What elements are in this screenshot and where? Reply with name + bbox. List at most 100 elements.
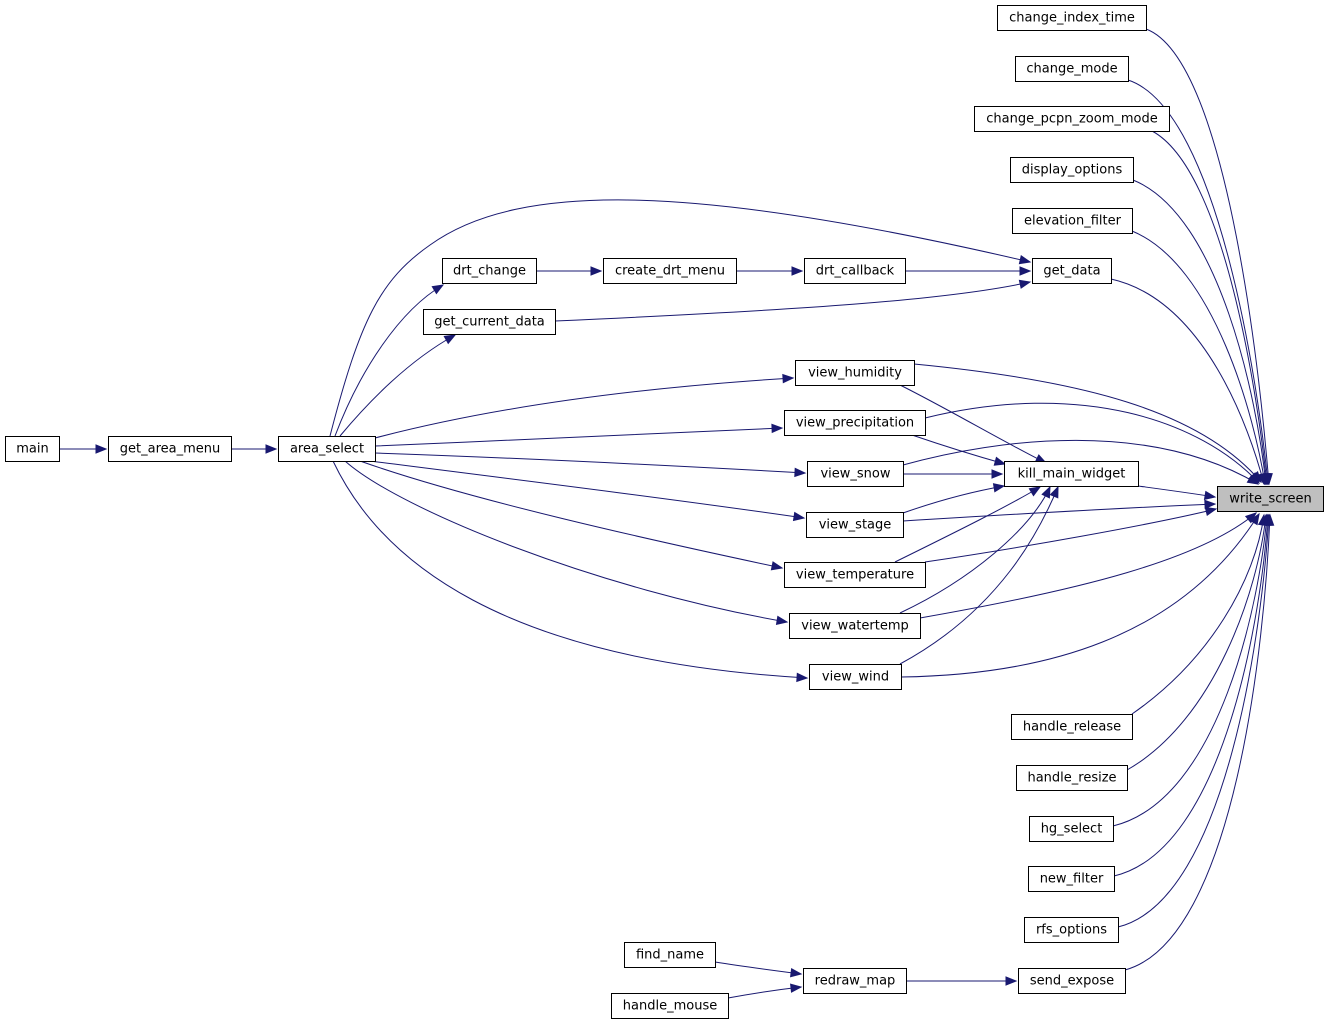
edge-view_wind-to-kill_main_widget: [899, 485, 1059, 665]
node-change_index_time[interactable]: change_index_time: [997, 5, 1147, 31]
edge-area_select-to-get_current_data: [339, 334, 457, 437]
node-box[interactable]: [1010, 157, 1134, 183]
node-view_temperature[interactable]: view_temperature: [784, 562, 926, 588]
edge-line: [924, 508, 1217, 563]
node-get_data[interactable]: get_data: [1032, 258, 1112, 284]
edge-drt_change-to-create_drt_menu: [535, 266, 603, 276]
edge-arrowhead: [770, 561, 784, 571]
node-change_pcpn_zoom_mode[interactable]: change_pcpn_zoom_mode: [974, 106, 1170, 132]
node-box[interactable]: [442, 258, 537, 284]
node-box[interactable]: [789, 613, 921, 639]
edge-arrowhead: [775, 615, 789, 625]
edge-line: [899, 486, 1051, 614]
node-label: change_index_time: [1009, 11, 1135, 26]
edge-line: [924, 402, 1260, 484]
edge-view_wind-to-write_screen: [900, 512, 1260, 678]
node-send_expose[interactable]: send_expose: [1018, 968, 1126, 994]
edge-arrowhead: [794, 467, 807, 478]
edge-line: [911, 434, 1006, 465]
edge-line: [1117, 514, 1270, 928]
node-view_stage[interactable]: view_stage: [806, 512, 904, 538]
node-kill_main_widget[interactable]: kill_main_widget: [1004, 461, 1139, 487]
edge-line: [913, 363, 1262, 483]
node-area_select[interactable]: area_select: [278, 436, 376, 462]
node-box[interactable]: [603, 258, 737, 284]
node-box[interactable]: [108, 436, 232, 462]
node-box[interactable]: [1028, 866, 1115, 892]
node-redraw_map[interactable]: redraw_map: [803, 968, 907, 994]
edge-main-to-get_area_menu: [59, 444, 108, 454]
node-label: new_filter: [1040, 872, 1104, 887]
edge-view_stage-to-kill_main_widget: [902, 483, 1006, 514]
node-box[interactable]: [807, 461, 904, 487]
node-box[interactable]: [278, 436, 376, 462]
node-box[interactable]: [1016, 765, 1128, 791]
node-handle_resize[interactable]: handle_resize: [1016, 765, 1128, 791]
edge-arrowhead: [1204, 499, 1217, 510]
node-change_mode[interactable]: change_mode: [1015, 56, 1129, 82]
edge-line: [1127, 79, 1269, 485]
node-box[interactable]: [784, 410, 926, 436]
node-view_snow[interactable]: view_snow: [807, 461, 904, 487]
node-box[interactable]: [1015, 56, 1129, 82]
edge-get_area_menu-to-area_select: [231, 444, 278, 454]
edge-line: [369, 460, 805, 519]
node-get_current_data[interactable]: get_current_data: [423, 309, 556, 335]
node-box[interactable]: [1004, 461, 1139, 487]
node-box[interactable]: [806, 512, 904, 538]
edge-arrowhead: [1256, 472, 1266, 486]
node-drt_callback[interactable]: drt_callback: [804, 258, 906, 284]
edge-create_drt_menu-to-drt_callback: [735, 266, 804, 276]
node-box[interactable]: [974, 106, 1170, 132]
edge-arrowhead: [1049, 485, 1059, 499]
edge-arrowhead: [1203, 490, 1217, 501]
node-handle_mouse[interactable]: handle_mouse: [611, 993, 729, 1019]
node-box[interactable]: [795, 360, 915, 386]
node-box[interactable]: [804, 258, 906, 284]
node-create_drt_menu[interactable]: create_drt_menu: [603, 258, 737, 284]
node-drt_change[interactable]: drt_change: [442, 258, 537, 284]
node-write_screen[interactable]: write_screen: [1217, 486, 1324, 512]
node-box[interactable]: [803, 968, 907, 994]
node-rfs_options[interactable]: rfs_options: [1024, 917, 1119, 943]
node-box[interactable]: [624, 942, 716, 968]
edge-line: [1131, 230, 1266, 485]
node-view_humidity[interactable]: view_humidity: [795, 360, 915, 386]
node-view_precipitation[interactable]: view_precipitation: [784, 410, 926, 436]
edge-change_mode-to-write_screen: [1127, 79, 1272, 486]
node-box[interactable]: [1012, 208, 1133, 234]
node-get_area_menu[interactable]: get_area_menu: [108, 436, 232, 462]
node-view_watertemp[interactable]: view_watertemp: [789, 613, 921, 639]
edge-arrowhead: [992, 483, 1006, 493]
node-box[interactable]: [997, 5, 1147, 31]
node-box[interactable]: [784, 562, 926, 588]
node-find_name[interactable]: find_name: [624, 942, 716, 968]
node-view_wind[interactable]: view_wind: [809, 664, 902, 690]
node-box[interactable]: [809, 664, 902, 690]
node-new_filter[interactable]: new_filter: [1028, 866, 1115, 892]
edge-line: [1113, 514, 1269, 877]
node-label: display_options: [1022, 163, 1123, 178]
node-box[interactable]: [1011, 714, 1133, 740]
node-box[interactable]: [611, 993, 729, 1019]
nodes-layer: change_index_time change_mode change_pcpn_…: [5, 5, 1324, 1019]
node-box[interactable]: [1032, 258, 1112, 284]
node-box[interactable]: [5, 436, 60, 462]
node-hg_select[interactable]: hg_select: [1029, 816, 1114, 842]
edge-line: [714, 961, 802, 975]
node-box[interactable]: [1018, 968, 1126, 994]
node-handle_release[interactable]: handle_release: [1011, 714, 1133, 740]
node-box[interactable]: [1029, 816, 1114, 842]
node-label: rfs_options: [1036, 923, 1107, 938]
node-display_options[interactable]: display_options: [1010, 157, 1134, 183]
node-elevation_filter[interactable]: elevation_filter: [1012, 208, 1133, 234]
node-box[interactable]: [423, 309, 556, 335]
node-box[interactable]: [1217, 486, 1324, 512]
edge-arrowhead: [443, 334, 457, 345]
edge-line: [1132, 179, 1267, 485]
edge-line: [334, 284, 444, 437]
edge-line: [332, 460, 808, 679]
node-main[interactable]: main: [5, 436, 60, 462]
edge-arrowhead: [791, 266, 804, 276]
node-box[interactable]: [1024, 917, 1119, 943]
